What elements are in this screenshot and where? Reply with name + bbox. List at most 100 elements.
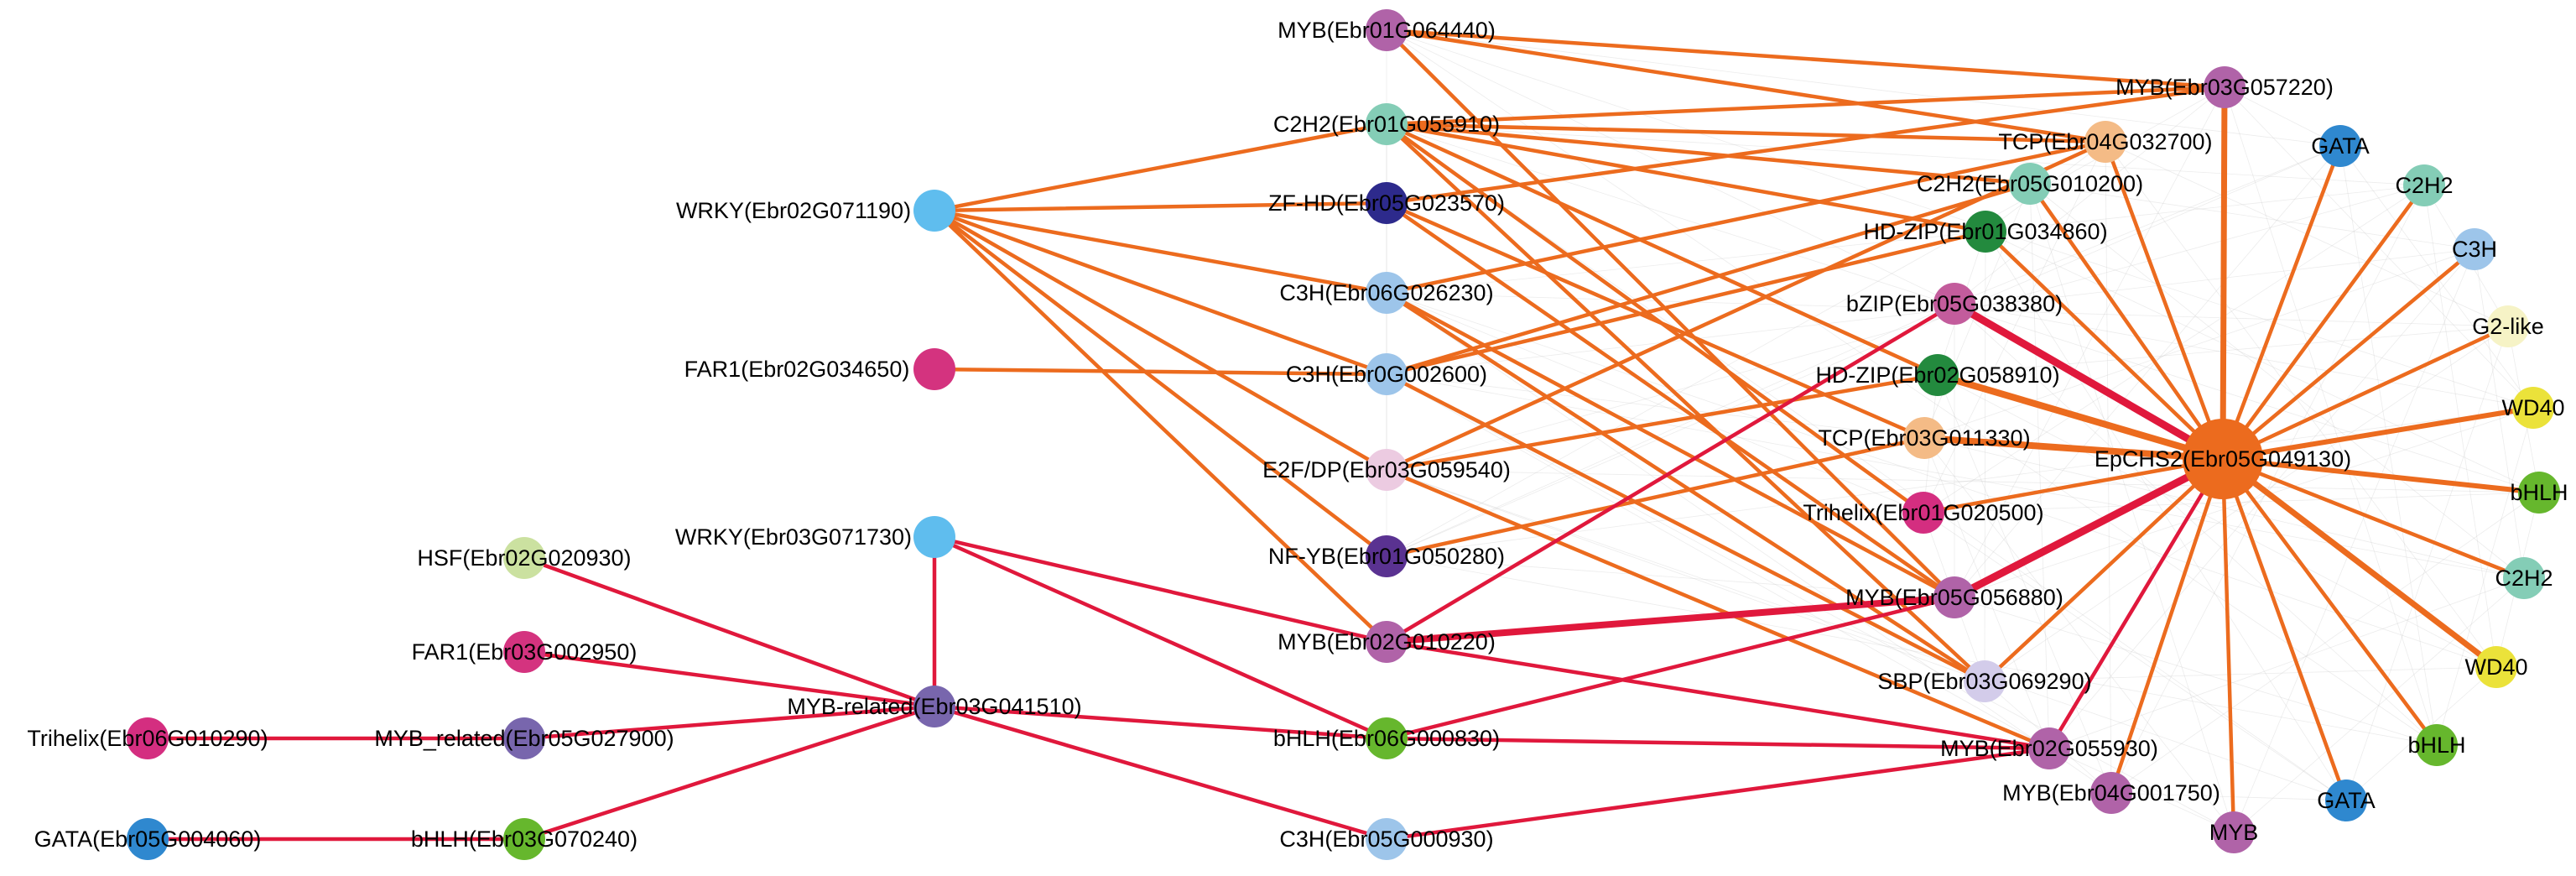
node-r_wd40b[interactable]: WD40	[2464, 646, 2528, 688]
node-r_gata1[interactable]: GATA	[2311, 125, 2370, 167]
faint-edge	[1386, 373, 1925, 439]
edge-myb057220-epchs2	[2220, 84, 2228, 462]
edge-r_bhlhb-epchs2	[2220, 456, 2439, 748]
node-myb064440[interactable]: MYB(Ebr01G064440)	[1278, 9, 1496, 51]
edge-c2h2055910-sbp069290	[1384, 122, 1987, 684]
node-c2h2055910[interactable]: C2H2(Ebr01G055910)	[1273, 103, 1500, 145]
edge-e2f059540-tcp032700	[1384, 139, 2108, 472]
faint-edge	[1954, 86, 2225, 305]
network-edges	[145, 28, 2542, 842]
node-far1002950[interactable]: FAR1(Ebr03G002950)	[412, 631, 637, 673]
node-mybrel041510[interactable]: MYB-related(Ebr03G041510)	[787, 686, 1082, 727]
node-r_wd40a[interactable]: WD40	[2501, 387, 2565, 429]
node-circle	[503, 631, 545, 673]
node-label: E2F/DP(Ebr03G059540)	[1262, 457, 1511, 482]
node-circle	[2090, 772, 2132, 814]
node-label: C2H2(Ebr01G055910)	[1273, 112, 1500, 137]
faint-edge	[1386, 555, 1955, 598]
node-circle	[503, 537, 545, 579]
node-r_bhlha[interactable]: bHLH	[2510, 472, 2568, 514]
node-myb057220[interactable]: MYB(Ebr03G057220)	[2115, 66, 2334, 108]
faint-edge	[1386, 469, 1985, 682]
edge-c3h026230-tcp032700	[1384, 139, 2108, 295]
node-r_g2like[interactable]: G2-like	[2472, 305, 2544, 347]
node-tri010290[interactable]: Trihelix(Ebr06G010290)	[27, 717, 268, 759]
node-wrky071730[interactable]: WRKY(Ebr03G071730)	[675, 516, 955, 558]
node-circle	[1366, 449, 1408, 491]
edge-bhlh000830-myb055930	[1384, 736, 2052, 751]
node-mybrel027900[interactable]: MYB_related(Ebr05G027900)	[374, 717, 674, 759]
edge-myb064440-myb057220	[1384, 28, 2227, 90]
edge-myb056880-epchs2	[1950, 455, 2227, 602]
node-hsf020930[interactable]: HSF(Ebr02G020930)	[417, 537, 632, 579]
faint-edge	[2048, 248, 2475, 749]
node-label: FAR1(Ebr02G034650)	[684, 357, 910, 382]
node-label: G2-like	[2472, 314, 2544, 339]
node-zfhd023570[interactable]: ZF-HD(Ebr05G023570)	[1268, 182, 1505, 224]
node-myb010220[interactable]: MYB(Ebr02G010220)	[1278, 621, 1496, 663]
node-epchs2[interactable]: EpCHS2(Ebr05G049130)	[2095, 419, 2351, 499]
node-r_c2h2a[interactable]: C2H2	[2395, 164, 2454, 206]
node-circle	[2403, 164, 2445, 206]
faint-edge	[1386, 407, 2534, 557]
node-gata004060[interactable]: GATA(Ebr05G004060)	[34, 818, 262, 860]
edge-myb001750-epchs2	[2109, 456, 2225, 795]
node-circle	[2454, 228, 2495, 270]
faint-edge	[1386, 123, 2347, 801]
edge-r_g2like-epchs2	[2220, 324, 2511, 461]
node-e2f059540[interactable]: E2F/DP(Ebr03G059540)	[1262, 449, 1511, 491]
edge-far1034650-c3h002600	[932, 367, 1389, 377]
node-tcp011330[interactable]: TCP(Ebr03G011330)	[1818, 417, 2031, 459]
node-label: MYB(Ebr04G001750)	[2002, 780, 2220, 806]
faint-edge	[1386, 555, 2438, 746]
edge-wrky071730-bhlh000830	[932, 534, 1389, 741]
node-bhlh070240[interactable]: bHLH(Ebr03G070240)	[411, 818, 637, 860]
node-r_bhlhb[interactable]: bHLH	[2407, 724, 2466, 766]
node-sbp069290[interactable]: SBP(Ebr03G069290)	[1877, 660, 2092, 702]
node-r_c2h2b[interactable]: C2H2	[2495, 557, 2553, 599]
edge-r_gata1-epchs2	[2220, 143, 2343, 461]
node-wrky071190[interactable]: WRKY(Ebr02G071190)	[676, 190, 955, 232]
node-hdzip058910[interactable]: HD-ZIP(Ebr02G058910)	[1815, 354, 2060, 396]
edge-c2h2055910-wrky071190	[932, 122, 1389, 213]
faint-edge	[1954, 145, 2341, 305]
node-hdzip034860[interactable]: HD-ZIP(Ebr01G034860)	[1863, 211, 2108, 253]
node-label: Trihelix(Ebr06G010290)	[27, 726, 268, 751]
node-far1034650[interactable]: FAR1(Ebr02G034650)	[684, 348, 955, 390]
node-bzip038380[interactable]: bZIP(Ebr05G038380)	[1846, 283, 2063, 325]
node-tcp032700[interactable]: TCP(Ebr04G032700)	[1998, 121, 2213, 163]
node-c3h026230[interactable]: C3H(Ebr06G026230)	[1279, 272, 1494, 314]
faint-edge	[2110, 492, 2540, 794]
node-circle	[503, 818, 545, 860]
faint-edge	[1923, 512, 2347, 801]
node-c2h2010200[interactable]: C2H2(Ebr05G010200)	[1917, 163, 2143, 205]
node-myb001750[interactable]: MYB(Ebr04G001750)	[2002, 772, 2220, 814]
node-circle	[1366, 818, 1408, 860]
node-label: WD40	[2501, 395, 2564, 420]
edge-bzip038380-epchs2	[1950, 300, 2227, 463]
node-circle	[2475, 646, 2517, 688]
node-circle	[1366, 9, 1408, 51]
node-label: WRKY(Ebr02G071190)	[676, 198, 911, 223]
faint-edge	[2105, 141, 2497, 668]
node-c3h002600[interactable]: C3H(Ebr0G002600)	[1286, 353, 1487, 395]
node-c3h000930[interactable]: C3H(Ebr05G000930)	[1279, 818, 1494, 860]
node-r_c3h[interactable]: C3H	[2452, 228, 2497, 270]
faint-edge	[1386, 292, 2112, 794]
node-circle	[127, 717, 169, 759]
node-myb056880[interactable]: MYB(Ebr05G056880)	[1845, 576, 2063, 618]
edge-c3h002600-c2h2010200	[1384, 181, 2032, 377]
edge-r_bhlha-epchs2	[2220, 456, 2542, 495]
node-bhlh000830[interactable]: bHLH(Ebr06G000830)	[1273, 717, 1500, 759]
node-myb055930[interactable]: MYB(Ebr02G055930)	[1940, 727, 2158, 769]
node-circle	[1366, 272, 1408, 314]
edge-hdzip058910-epchs2	[1934, 372, 2226, 462]
node-nfyb050280[interactable]: NF-YB(Ebr01G050280)	[1268, 535, 1505, 577]
node-r_gata2[interactable]: GATA	[2317, 780, 2376, 821]
faint-edge	[1954, 407, 2534, 598]
edge-bhlh070240-mybrel041510	[522, 704, 937, 842]
faint-edge	[1386, 185, 2425, 471]
node-tri020500[interactable]: Trihelix(Ebr01G020500)	[1803, 492, 2044, 534]
node-r_myb[interactable]: MYB	[2209, 811, 2259, 853]
node-label: bHLH(Ebr06G000830)	[1273, 726, 1500, 751]
